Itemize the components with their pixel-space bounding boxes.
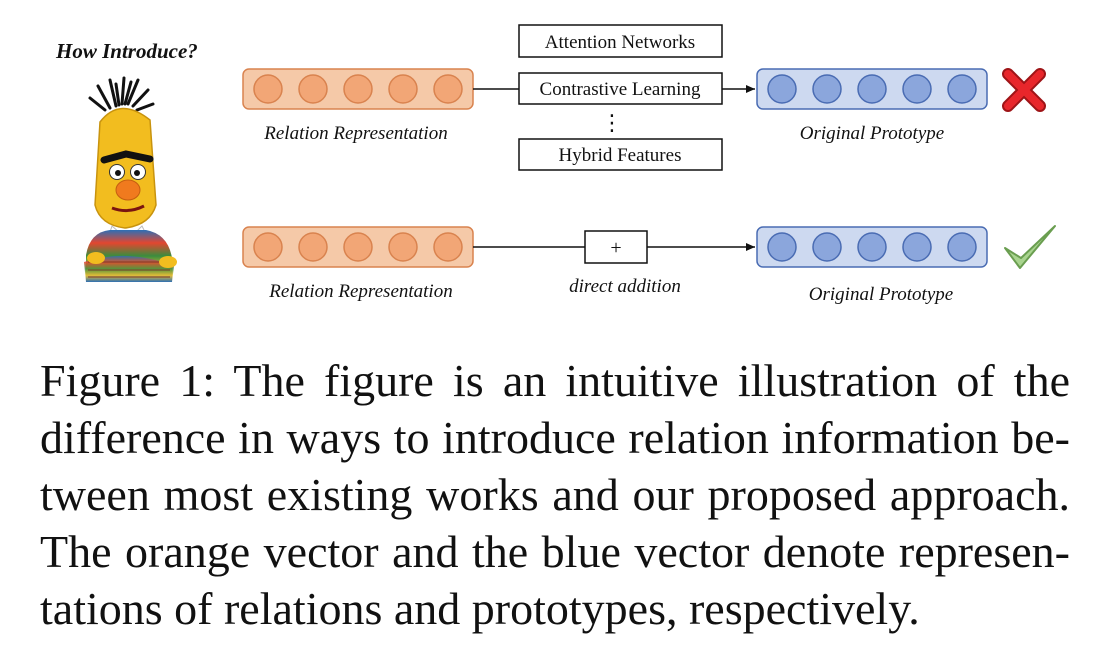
- bottom-prototype-vector: [756, 226, 988, 268]
- addition-operator-box: +: [584, 230, 648, 264]
- bottom-prototype-label: Original Prototype: [809, 284, 953, 305]
- caption-line: difference in ways to introduce relation…: [40, 412, 1070, 463]
- figure-diagram: How Introduce?: [55, 24, 1056, 305]
- figure-caption: Figure 1: The figure is an intuitive ill…: [40, 352, 1070, 637]
- caption-line: tween most existing works and our propos…: [40, 469, 1070, 520]
- caption-line: The orange vector and the blue vector de…: [40, 526, 1070, 577]
- svg-text:Contrastive Learning: Contrastive Learning: [540, 79, 701, 100]
- method-attention-networks: Attention Networks: [518, 24, 723, 58]
- top-relation-vector: [242, 68, 474, 110]
- top-prototype-label: Original Prototype: [800, 123, 944, 144]
- bert-character: [84, 76, 177, 282]
- svg-text:+: +: [610, 237, 621, 259]
- top-relation-label: Relation Representation: [263, 123, 447, 144]
- method-ellipsis: ⋮: [601, 111, 623, 136]
- caption-line: tations of relations and prototypes, res…: [40, 583, 920, 634]
- method-hybrid-features: Hybrid Features: [518, 138, 723, 171]
- bottom-relation-vector: [242, 226, 474, 268]
- caption-line: Figure 1: The figure is an intuitive ill…: [40, 355, 1070, 406]
- method-contrastive-learning: Contrastive Learning: [518, 72, 723, 105]
- svg-text:Attention Networks: Attention Networks: [545, 32, 695, 53]
- question-label: How Introduce?: [55, 39, 198, 63]
- check-icon: [1004, 225, 1056, 269]
- top-prototype-vector: [756, 68, 988, 110]
- addition-operator-label: direct addition: [569, 276, 681, 297]
- cross-icon: [1002, 68, 1046, 112]
- nose: [115, 179, 141, 201]
- svg-text:Hybrid Features: Hybrid Features: [559, 145, 682, 166]
- bottom-relation-label: Relation Representation: [268, 281, 452, 302]
